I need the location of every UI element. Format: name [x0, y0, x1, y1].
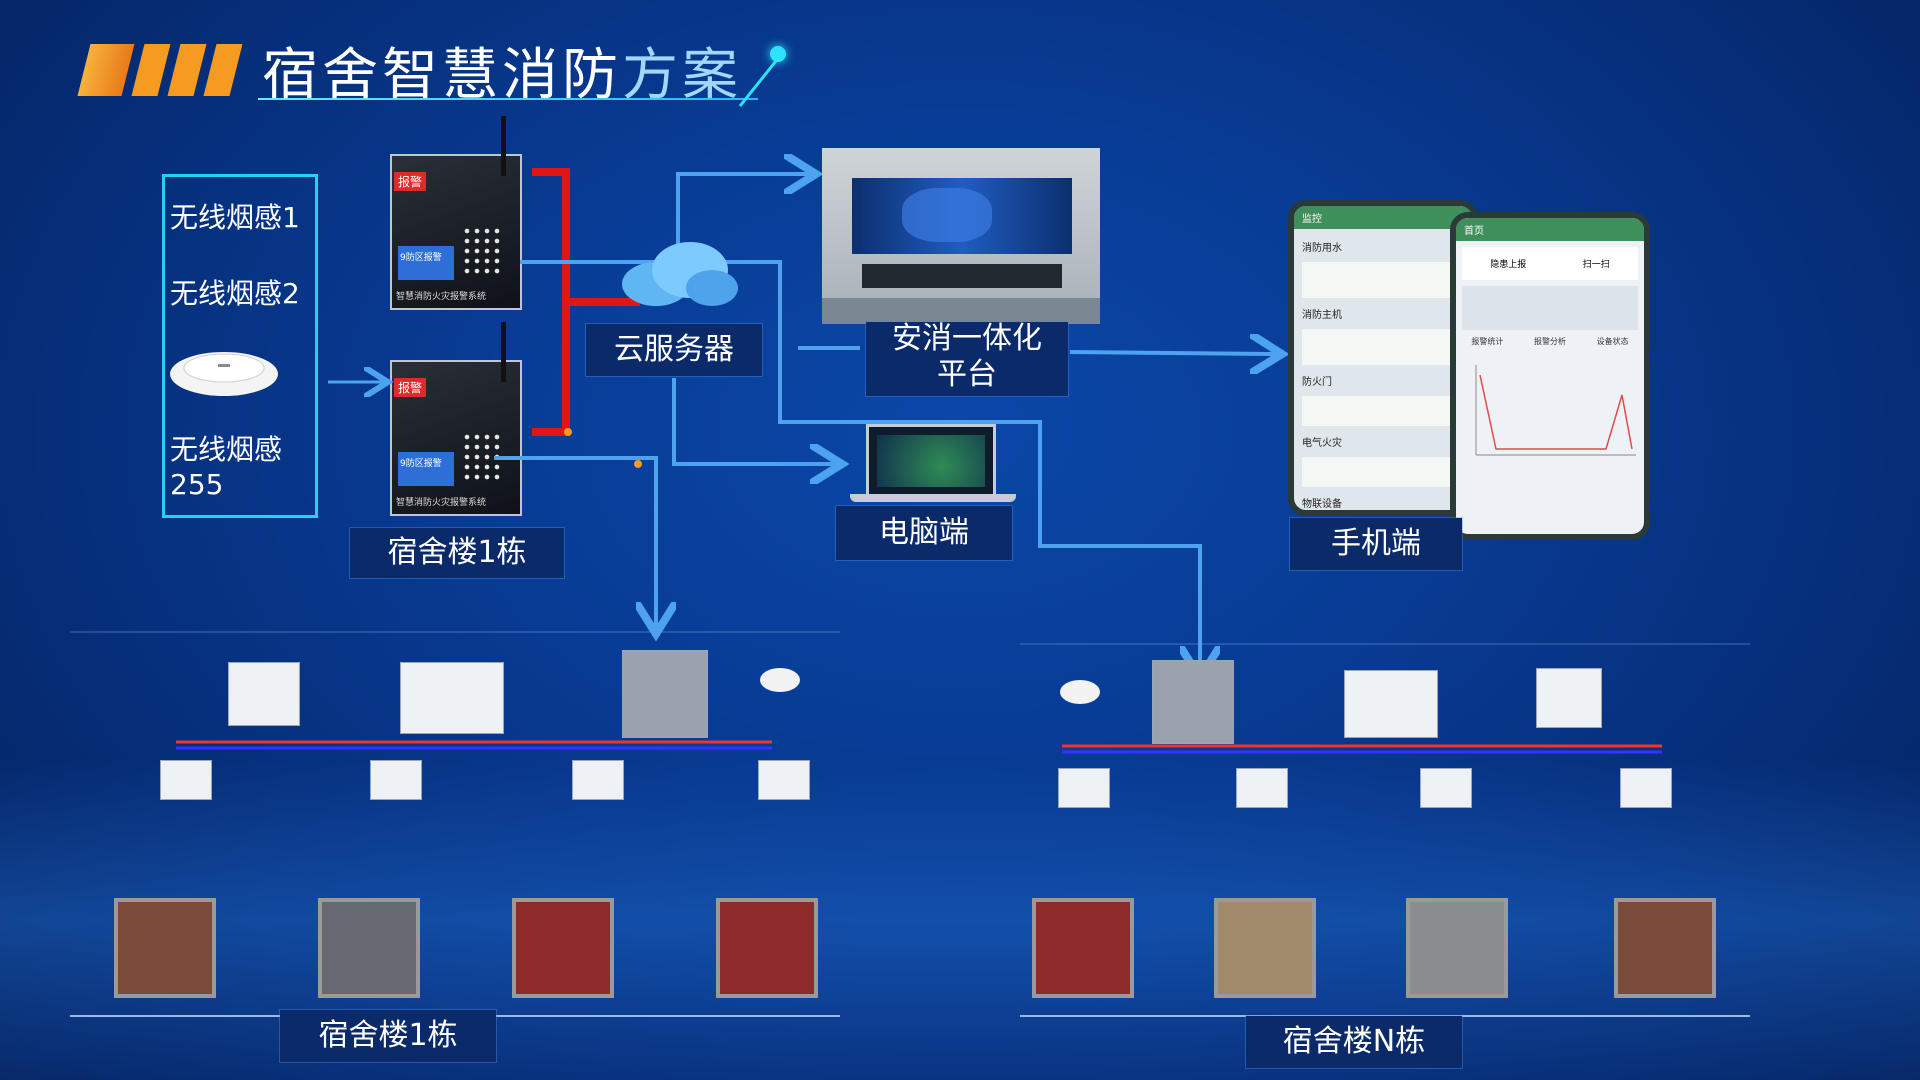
left-door-2: [318, 898, 420, 998]
warning-badge: 报警: [394, 172, 427, 191]
mobile-label: 手机端: [1290, 518, 1462, 570]
left-io-module-1: [160, 760, 212, 800]
command-center-image: [822, 148, 1100, 324]
cloud-icon: [616, 240, 740, 310]
right-control-panel: [1344, 670, 1438, 738]
phone-line-chart: [1475, 365, 1636, 456]
right-fire-host: [1152, 660, 1234, 744]
alarm-panel-bottom: 报警 9防区报警 智慧消防火灾报警系统: [390, 322, 522, 516]
sensor-255-number: 255: [170, 468, 224, 501]
phone-section-electric: 电气火灾: [1302, 438, 1342, 449]
phone-left-header: 监控: [1294, 206, 1472, 229]
left-module-a: [228, 662, 300, 726]
laptop-base: [850, 494, 1016, 502]
right-io-module-3: [1420, 768, 1472, 808]
sensor-list-box: [162, 174, 318, 518]
panel-screen-text: 9防区报警: [400, 459, 442, 469]
phone-section-water: 消防用水: [1302, 243, 1342, 254]
right-io-module-1: [1058, 768, 1110, 808]
platform-label: 安消一体化 平台: [866, 322, 1068, 396]
sensor-1-label: 无线烟感1: [170, 201, 300, 234]
building-bottom-right-label: 宿舍楼N栋: [1246, 1016, 1462, 1068]
left-io-module-4: [758, 760, 810, 800]
title-slash-icon: [738, 55, 782, 107]
left-io-module-2: [370, 760, 422, 800]
panel-footer-text: 智慧消防火灾报警系统: [396, 292, 487, 302]
panel-screen-text: 9防区报警: [400, 253, 442, 263]
right-module-a: [1536, 668, 1602, 728]
panel-footer-text: 智慧消防火灾报警系统: [396, 498, 487, 508]
phone-left: 监控 消防用水 消防主机 防火门 电气火灾 物联设备: [1288, 200, 1478, 516]
phone-tab-scan[interactable]: 扫一扫: [1582, 260, 1610, 270]
left-io-module-3: [572, 760, 624, 800]
right-door-1: [1032, 898, 1134, 998]
alarm-panel-top: 报警 9防区报警 智慧消防火灾报警系统: [390, 116, 522, 310]
phone-chart-tab-status[interactable]: 设备状态: [1596, 337, 1629, 346]
sensor-2-label: 无线烟感2: [170, 277, 300, 310]
title-dot-icon: [770, 46, 786, 62]
phone-chart-tab-stats[interactable]: 报警统计: [1471, 337, 1504, 346]
left-door-3: [512, 898, 614, 998]
right-door-4: [1614, 898, 1716, 998]
phone-chart-tab-analysis[interactable]: 报警分析: [1533, 337, 1566, 346]
laptop-icon: [866, 424, 996, 498]
phone-section-firedoor: 防火门: [1302, 377, 1332, 388]
right-io-module-4: [1620, 768, 1672, 808]
phone-tab-report[interactable]: 隐患上报: [1490, 260, 1527, 270]
title-main-text: 宿舍智慧消防: [262, 43, 622, 108]
cloud-server-label: 云服务器: [586, 324, 762, 376]
left-smoke-detector-icon: [758, 664, 802, 694]
phone-right: 首页 隐患上报 扫一扫 报警统计 报警分析 设备状态: [1450, 212, 1650, 540]
building-top-label: 宿舍楼1栋: [350, 528, 564, 578]
left-door-4: [716, 898, 818, 998]
right-smoke-detector-icon: [1058, 676, 1102, 706]
phone-section-host: 消防主机: [1302, 310, 1342, 321]
building-bottom-left-label: 宿舍楼1栋: [280, 1010, 496, 1062]
platform-label-line2: 平台: [937, 357, 997, 392]
title-accent-text: 方案: [622, 43, 742, 108]
left-fire-host: [622, 650, 708, 738]
left-control-panel: [400, 662, 504, 734]
sensor-255-label: 无线烟感: [170, 433, 283, 466]
pc-label: 电脑端: [836, 506, 1012, 560]
right-io-module-2: [1236, 768, 1288, 808]
left-door-1: [114, 898, 216, 998]
warning-badge: 报警: [394, 378, 427, 397]
right-door-3: [1406, 898, 1508, 998]
title-underline: [258, 98, 758, 100]
smoke-detector-icon: [168, 344, 280, 400]
phone-section-iot: 物联设备: [1302, 499, 1342, 510]
phone-right-header: 首页: [1456, 218, 1644, 241]
page-title: 宿舍智慧消防方案: [262, 30, 742, 111]
platform-label-line1: 安消一体化: [892, 321, 1042, 356]
right-door-2: [1214, 898, 1316, 998]
